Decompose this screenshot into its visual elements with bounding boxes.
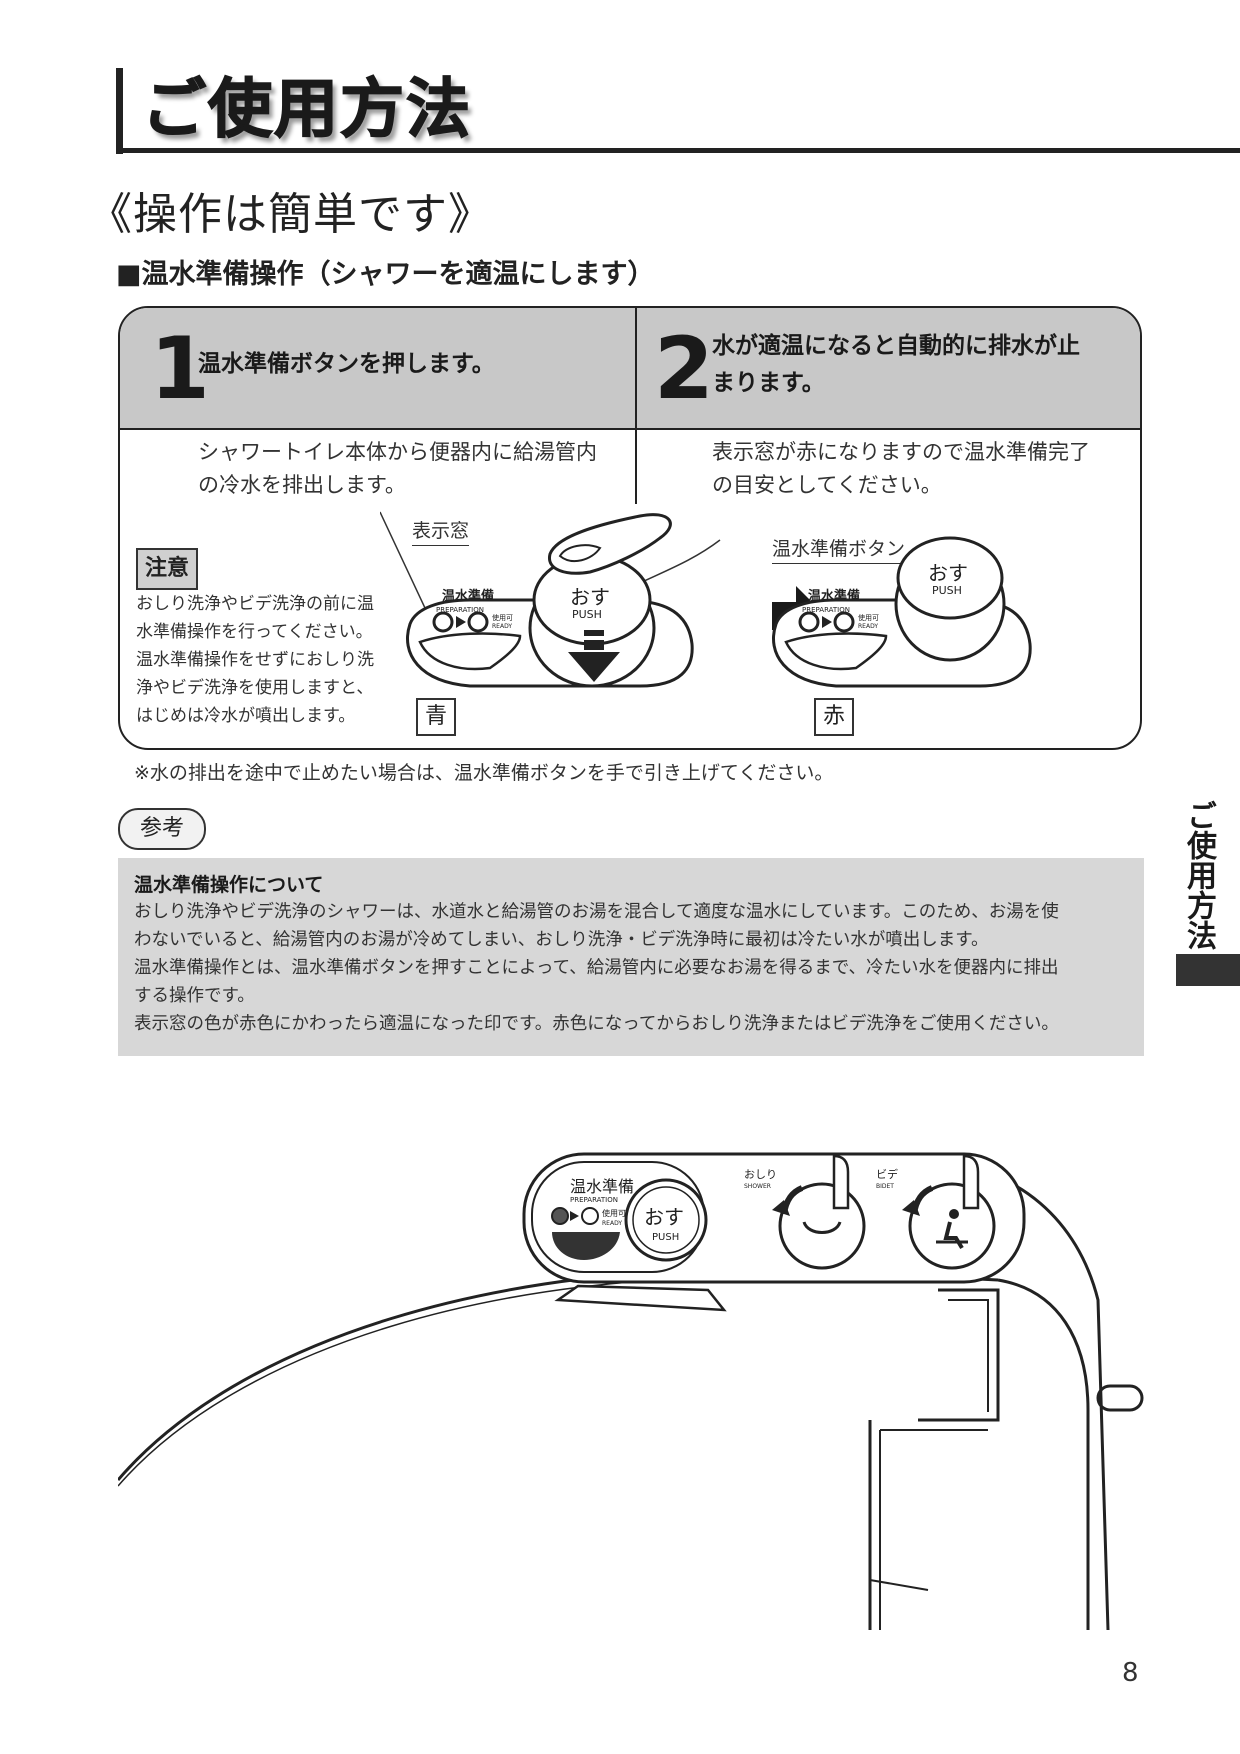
page-subtitle: 《操作は簡単です》	[88, 189, 493, 240]
panel-title-3: 温水準備	[570, 1177, 634, 1196]
step-1-body: シャワートイレ本体から便器内に給湯管内 の冷水を排出します。	[198, 440, 597, 497]
button-callout: 温水準備ボタン	[772, 534, 906, 564]
panel-title-2: 温水準備	[808, 588, 860, 604]
page-number: 8	[1122, 1658, 1139, 1688]
chapter-rule	[116, 148, 1240, 153]
steps-divider	[635, 308, 637, 504]
step-2-illustration: 温水準備 PREPARATION 使用可 READY おす PUSH	[772, 536, 1032, 688]
bidet-jp: ビデ	[876, 1167, 898, 1181]
panel-sub: PREPARATION	[436, 606, 484, 614]
blue-tag: 青	[416, 698, 456, 736]
panel-sub-2: PREPARATION	[802, 606, 850, 614]
step-2-heading: 水が適温になると自動的に排水が止 まります。	[712, 333, 1080, 396]
push-en-2: PUSH	[932, 584, 962, 597]
note-line: ※水の排出を途中で止めたい場合は、温水準備ボタンを手で引き上げてください。	[134, 762, 834, 784]
panel-title: 温水準備	[442, 588, 494, 604]
ready-en: READY	[492, 623, 512, 630]
display-window-callout: 表示窓	[412, 516, 470, 546]
bidet-en: BIDET	[876, 1183, 894, 1190]
push-en-3: PUSH	[652, 1232, 679, 1243]
side-tab-block	[1176, 954, 1240, 986]
panel-sub-3: PREPARATION	[570, 1196, 618, 1204]
chapter-title-bar	[116, 68, 123, 154]
ready-jp-2: 使用可	[858, 613, 879, 622]
step-1-heading: 温水準備ボタンを押します。	[198, 351, 495, 377]
chapter-title: ご使用方法	[141, 72, 472, 148]
push-jp-2: おす	[928, 561, 968, 585]
shower-en: SHOWER	[744, 1183, 771, 1190]
red-tag: 赤	[814, 698, 854, 736]
step-1-number: 1	[150, 319, 210, 419]
steps-header	[120, 308, 1140, 430]
side-tab-label: ご使用方法	[1181, 800, 1216, 950]
step-2-number: 2	[654, 319, 714, 419]
ready-jp-3: 使用可	[602, 1208, 626, 1218]
reference-badge: 参考	[118, 808, 206, 850]
push-jp-3: おす	[644, 1205, 684, 1229]
caution-label: 注意	[136, 548, 198, 590]
steps-box: 1 温水準備ボタンを押します。 2 水が適温になると自動的に排水が止 まります。…	[118, 306, 1142, 750]
ready-jp: 使用可	[492, 613, 513, 622]
shower-jp: おしり	[744, 1168, 777, 1181]
caution-text: おしり洗浄やビデ洗浄の前に温 水準備操作を行ってください。 温水準備操作をせずに…	[136, 594, 374, 726]
push-jp-1: おす	[570, 585, 610, 609]
reference-body: おしり洗浄やビデ洗浄のシャワーは、水道水と給湯管のお湯を混合して適度な温水にして…	[134, 902, 1059, 1034]
section-heading: ■温水準備操作（シャワーを適温にします）	[116, 259, 655, 290]
push-en-1: PUSH	[572, 608, 602, 621]
step-2-body: 表示窓が赤になりますので温水準備完了 の目安としてください。	[712, 440, 1090, 497]
ready-en-3: READY	[602, 1220, 622, 1227]
ready-en-2: READY	[858, 623, 878, 630]
reference-box: 温水準備操作について おしり洗浄やビデ洗浄のシャワーは、水道水と給湯管のお湯を混…	[118, 858, 1144, 1056]
step-1-illustration: 温水準備 PREPARATION 使用可 READY おす PUSH	[380, 511, 721, 688]
reference-title: 温水準備操作について	[134, 874, 324, 896]
control-panel-illustration: 温水準備 PREPARATION 使用可 READY おす PUSH おしり S…	[522, 1152, 1026, 1284]
